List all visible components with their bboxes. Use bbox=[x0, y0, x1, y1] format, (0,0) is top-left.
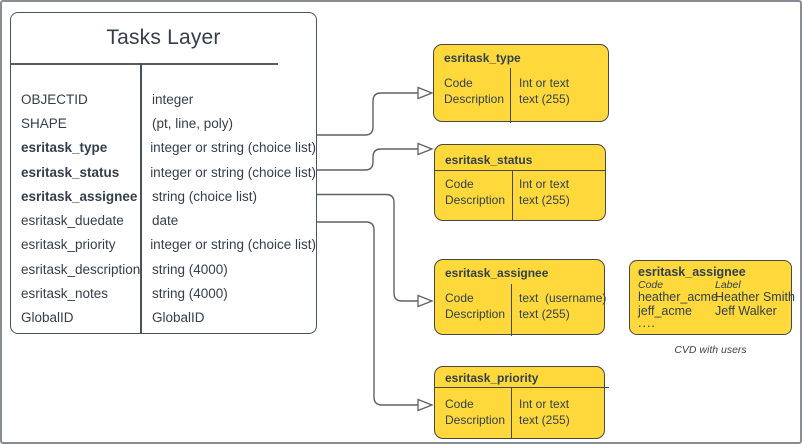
field-type: string (choice list) bbox=[152, 188, 258, 204]
table-row: esritask_description string (4000) bbox=[11, 257, 316, 281]
connector-esritask-status bbox=[317, 148, 418, 171]
domain-column-divider bbox=[511, 387, 513, 438]
domain-cell: Description bbox=[445, 306, 506, 321]
cvd-box-esritask-assignee: esritask_assignee Code Label heather_acm… bbox=[629, 260, 795, 335]
cvd-cell-code: heather_acme bbox=[638, 290, 718, 304]
connector-esritask-assignee bbox=[317, 193, 418, 302]
field-type: integer or string (choice list) bbox=[150, 164, 316, 180]
cvd-cell-label: Jeff Walker bbox=[715, 304, 777, 318]
domain-box-esritask-assignee: esritask_assignee Code Description text … bbox=[434, 259, 606, 336]
field-name: esritask_type bbox=[21, 140, 108, 156]
field-type: (pt, line, poly) bbox=[152, 115, 234, 131]
domain-cell: Int or text bbox=[519, 76, 570, 90]
domain-column-divider bbox=[510, 68, 512, 123]
arrowhead-esritask-assignee bbox=[417, 294, 434, 308]
domain-cell: text (255) bbox=[519, 412, 570, 427]
table-row: esritask_priority integer or string (choi… bbox=[11, 233, 316, 257]
cvd-column-header-code: Code bbox=[638, 279, 664, 291]
field-type: date bbox=[152, 213, 179, 229]
domain-field-names: Code Description bbox=[445, 397, 505, 428]
domain-cell: Int or text bbox=[519, 397, 570, 411]
column-divider-line bbox=[140, 63, 142, 333]
field-name: esritask_duedate bbox=[21, 213, 124, 229]
domain-cell: Code bbox=[445, 291, 474, 305]
cvd-cell-code: jeff_acme bbox=[638, 304, 692, 318]
domain-cell: text (255) bbox=[519, 192, 570, 207]
domain-header-line bbox=[434, 387, 609, 389]
domain-title: esritask_type bbox=[444, 51, 521, 65]
domain-field-types: Int or text text (255) bbox=[519, 177, 570, 208]
field-type: integer or string (choice list) bbox=[150, 140, 316, 156]
domain-cell: Description bbox=[444, 91, 505, 106]
table-row: OBJECTID integer bbox=[11, 87, 316, 111]
field-type: string (4000) bbox=[152, 286, 228, 302]
cvd-title: esritask_assignee bbox=[638, 265, 746, 279]
domain-field-names: Code Description bbox=[445, 177, 505, 208]
table-row: esritask_duedate date bbox=[11, 208, 316, 232]
tasks-layer-fields: OBJECTID integer SHAPE (pt, line, poly) es… bbox=[11, 87, 316, 330]
domain-title: esritask_status bbox=[445, 153, 533, 167]
field-type: integer bbox=[152, 91, 194, 107]
cvd-cell-label: Heather Smith bbox=[715, 290, 795, 304]
domain-column-divider bbox=[511, 284, 513, 336]
cvd-column-header-label: Label bbox=[715, 279, 741, 291]
domain-box-esritask-status: esritask_status Code Description Int or … bbox=[434, 144, 606, 221]
domain-cell: text (255) bbox=[519, 91, 570, 106]
field-name: esritask_notes bbox=[21, 286, 109, 302]
field-name: OBJECTID bbox=[21, 91, 88, 107]
field-name: esritask_priority bbox=[21, 237, 116, 253]
field-name: GlobalID bbox=[21, 310, 74, 326]
table-row: esritask_assignee string (choice list) bbox=[11, 184, 316, 208]
domain-title: esritask_assignee bbox=[445, 266, 549, 280]
table-row: esritask_notes string (4000) bbox=[11, 281, 316, 305]
field-type: string (4000) bbox=[152, 261, 228, 277]
domain-field-types: Int or text text (255) bbox=[519, 76, 570, 107]
cvd-ellipsis: .... bbox=[638, 316, 656, 330]
domain-cell: Description bbox=[445, 192, 506, 207]
field-name: esritask_description bbox=[21, 261, 141, 277]
cvd-caption: CVD with users bbox=[674, 344, 747, 356]
title-separator-line bbox=[11, 63, 278, 65]
connector-esritask-priority bbox=[317, 221, 418, 406]
domain-cell: Code bbox=[444, 76, 473, 90]
domain-field-names: Code Description bbox=[445, 291, 505, 322]
domain-cell: Int or text bbox=[519, 177, 570, 191]
connector-esritask-type bbox=[317, 92, 418, 136]
arrowhead-esritask-status bbox=[417, 142, 434, 156]
domain-box-esritask-priority: esritask_priority Code Description Int o… bbox=[434, 366, 609, 439]
domain-cell: Description bbox=[445, 412, 506, 427]
table-row: esritask_status integer or string (choice… bbox=[11, 160, 316, 184]
field-name: esritask_status bbox=[21, 164, 120, 180]
domain-box-esritask-type: esritask_type Code Description Int or te… bbox=[433, 44, 609, 123]
domain-field-types: text (username) text (255) bbox=[519, 291, 606, 322]
table-row: esritask_type integer or string (choice l… bbox=[11, 136, 316, 160]
tasks-layer-title: Tasks Layer bbox=[106, 26, 221, 49]
domain-column-divider bbox=[512, 170, 514, 220]
tasks-layer-table: Tasks Layer OBJECTID integer SHAPE (pt, li… bbox=[10, 12, 317, 334]
domain-cell: text (username) bbox=[519, 291, 607, 305]
table-row: SHAPE (pt, line, poly) bbox=[11, 111, 316, 135]
domain-cell: Code bbox=[445, 177, 474, 191]
field-name: SHAPE bbox=[21, 115, 67, 131]
domain-field-names: Code Description bbox=[444, 76, 504, 107]
field-type: integer or string (choice list) bbox=[150, 237, 316, 253]
domain-cell: Code bbox=[445, 397, 474, 411]
arrowhead-esritask-priority bbox=[417, 398, 434, 412]
arrowhead-esritask-type bbox=[417, 86, 434, 100]
domain-header-line bbox=[434, 170, 606, 172]
table-row: GlobalID GlobalID bbox=[11, 306, 316, 330]
field-name: esritask_assignee bbox=[21, 188, 138, 204]
domain-cell: text (255) bbox=[519, 306, 570, 321]
domain-title: esritask_priority bbox=[445, 371, 539, 385]
domain-field-types: Int or text text (255) bbox=[519, 397, 570, 428]
field-type: GlobalID bbox=[152, 310, 205, 326]
